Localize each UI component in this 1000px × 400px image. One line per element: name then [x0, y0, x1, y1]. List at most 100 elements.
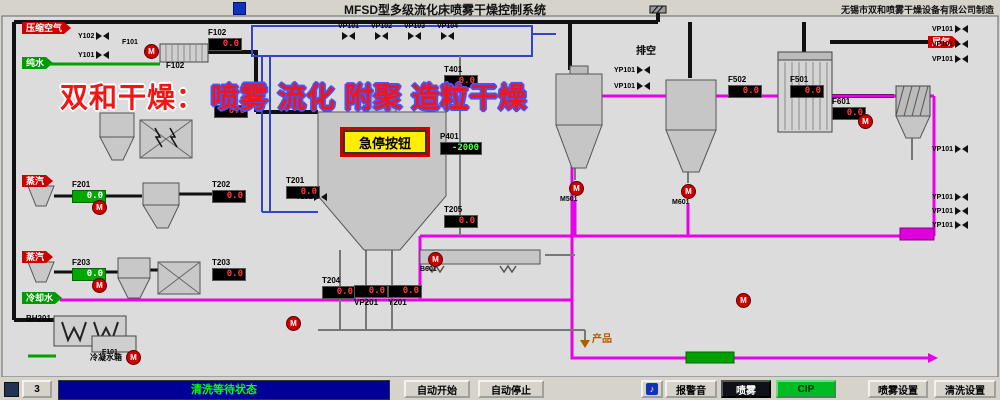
valve-tag: VP101 [932, 40, 954, 48]
valve-right-4[interactable]: VP101 [932, 145, 969, 154]
instrument-tag: T102 [214, 95, 233, 104]
valve-YP101[interactable]: YP101 [614, 66, 651, 75]
valve-icon [408, 32, 422, 41]
auto-start-button[interactable]: 自动开始 [404, 380, 470, 398]
valve-right-6[interactable]: VP101 [932, 207, 969, 216]
valve-tag: YP101 [932, 193, 954, 201]
valve-icon [375, 32, 389, 41]
pump-feed-1[interactable]: M [92, 200, 107, 215]
valve-V301[interactable]: V301 [296, 193, 328, 202]
pump-M601[interactable]: M [681, 184, 696, 199]
cone-hopper-1 [555, 65, 603, 169]
banner-pure-water: 纯水 [22, 57, 53, 69]
valve-Y101[interactable]: Y101 [78, 51, 110, 60]
heater [159, 43, 209, 63]
nav-page-button[interactable]: 3 [22, 380, 52, 398]
instrument-tag: T202 [212, 180, 231, 189]
pump-F101[interactable]: M [144, 44, 159, 59]
instrument-tag: F102 [208, 28, 227, 37]
valve-VP101-top[interactable]: VP101 [338, 23, 359, 41]
instrument-value: 0.0 [354, 285, 388, 298]
heat-exchanger-1 [139, 119, 193, 159]
spray-button[interactable]: 喷雾 [721, 380, 771, 398]
valve-icon [441, 32, 455, 41]
valve-VP102[interactable]: VP102 [371, 23, 392, 41]
clean-settings-button[interactable]: 清洗设置 [934, 380, 996, 398]
valve-tag: Y102 [78, 32, 95, 40]
filter-box [895, 85, 931, 139]
cip-arrowhead [928, 353, 938, 363]
instrument-tag: T201 [286, 176, 305, 185]
instrument-value: -2000 [440, 142, 482, 155]
instrument-value: 0.0 [832, 107, 866, 120]
emergency-stop-button[interactable]: 急停按钮 [343, 130, 427, 154]
app-icon [233, 2, 246, 15]
blue-pipes [251, 25, 556, 213]
condensate-tank-label: 冷凝水箱 [90, 353, 122, 362]
valve-tag: Y101 [78, 51, 95, 59]
manufacturer-label: 无锡市双和喷雾干燥设备有限公司制造 [840, 5, 994, 15]
valve-icon [955, 207, 969, 216]
status-bar: 清洗等待状态 [58, 380, 390, 400]
instrument-tag: T204 [322, 276, 341, 285]
valve-right-3[interactable]: VP101 [932, 55, 969, 64]
valve-VP104[interactable]: VP104 [437, 23, 458, 41]
pump-bottom-1[interactable]: M [286, 316, 301, 331]
valve-VP103[interactable]: VP103 [404, 23, 425, 41]
pump-condensate[interactable]: M [126, 350, 141, 365]
instrument-tag: T205 [444, 205, 463, 214]
auto-stop-button[interactable]: 自动停止 [478, 380, 544, 398]
alarm-sound-icon-button[interactable]: ♪ [641, 380, 663, 398]
instrument-tag: F201 [72, 180, 91, 189]
pump-B601[interactable]: M [428, 252, 443, 267]
valve-icon [637, 82, 651, 91]
instrument-tag: F601 [832, 97, 851, 106]
instrument-value: 0.0 [790, 85, 824, 98]
alarm-sound-button[interactable]: 报警音 [665, 380, 717, 398]
valve-Y102[interactable]: Y102 [78, 32, 110, 41]
instrument-tag: F502 [728, 75, 747, 84]
instrument-tag: F501 [790, 75, 809, 84]
pump-condenser[interactable]: M [858, 114, 873, 129]
cip-button[interactable]: CIP [776, 380, 836, 398]
pump-tag-F101: F101 [122, 39, 138, 46]
spray-settings-button[interactable]: 喷雾设置 [868, 380, 928, 398]
valve-icon [955, 25, 969, 34]
pump-tag-B601: B601 [420, 266, 437, 273]
pump-cip-line[interactable]: M [736, 293, 751, 308]
heat-exchanger-2 [157, 261, 201, 295]
pump-tag-M601: M601 [672, 199, 690, 206]
pump-tag-M501: M501 [560, 196, 578, 203]
valve-tag: VP101 [932, 55, 954, 63]
valve-tag: VP101 [932, 145, 954, 153]
valve-VP101-mid[interactable]: VP101 [614, 82, 651, 91]
pump-M501[interactable]: M [569, 181, 584, 196]
valve-right-7[interactable]: YP101 [932, 221, 969, 230]
window-icon[interactable] [4, 382, 19, 397]
instrument-value: 0.0 [212, 268, 246, 281]
pump-feed-2[interactable]: M [92, 278, 107, 293]
instrument-tag: P401 [440, 132, 459, 141]
instrument-value: 0.0 [208, 38, 242, 51]
vent-cap-icon [649, 5, 667, 14]
valve-icon [955, 193, 969, 202]
valve-right-1[interactable]: VP101 [932, 25, 969, 34]
valve-right-5[interactable]: YP101 [932, 193, 969, 202]
instrument-P401: P401-2000 [440, 133, 482, 155]
valve-right-2[interactable]: VP101 [932, 40, 969, 49]
instrument-value: 0.0 [212, 190, 246, 203]
heater-tag-label: F102 [166, 61, 185, 70]
valve-tag: VP101 [614, 82, 636, 90]
condensate-tanks [53, 315, 137, 353]
cyclone-2 [142, 182, 180, 229]
